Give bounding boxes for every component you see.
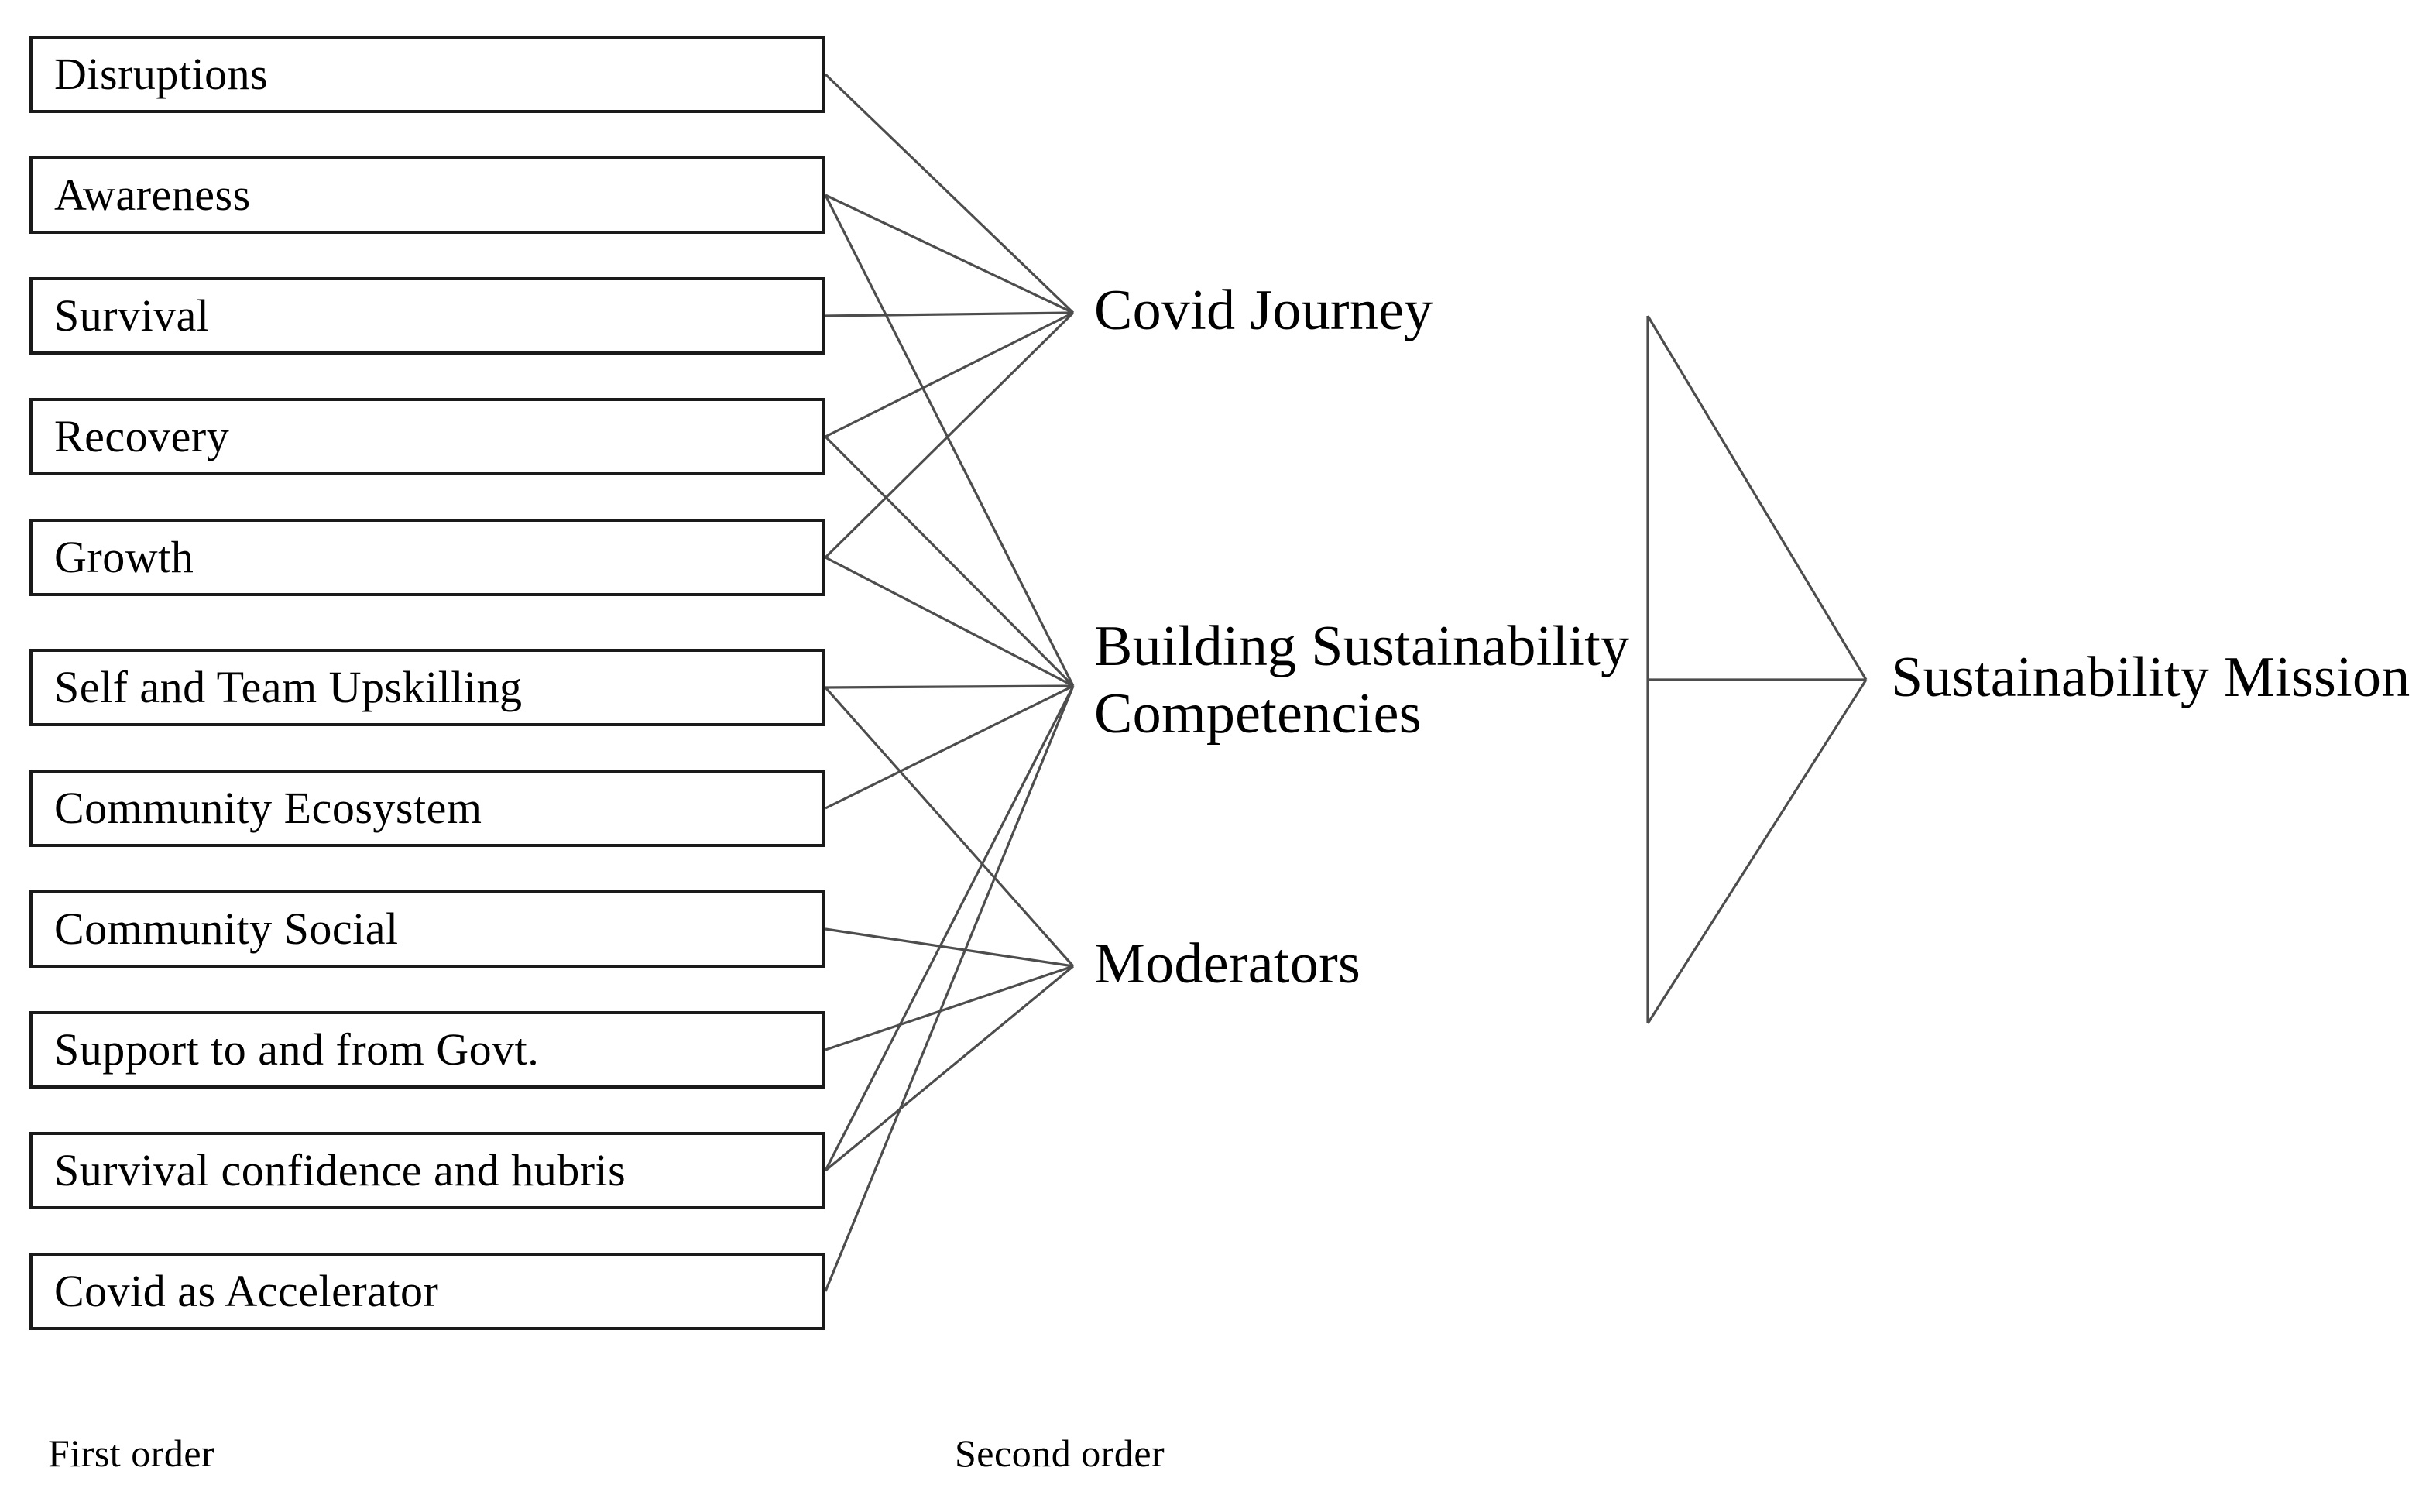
first-order-label: Recovery (54, 410, 230, 461)
first-order-label: Community Ecosystem (54, 782, 482, 833)
first-order-box-disruptions[interactable]: Disruptions (29, 36, 825, 113)
link-survival-covid-journey (825, 311, 1074, 317)
first-order-label: Survival confidence and hubris (54, 1144, 626, 1195)
link-recovery-building-sustainability-competencies (824, 435, 1075, 687)
triangle-lower-edge (1646, 679, 1868, 1024)
caption-second-order: Second order (955, 1431, 1165, 1475)
link-support-to-and-from-govt-moderators (825, 965, 1074, 1051)
first-order-box-community-social[interactable]: Community Social (29, 890, 825, 968)
first-order-box-self-and-team-upskilling[interactable]: Self and Team Upskilling (29, 649, 825, 726)
first-order-box-survival[interactable]: Survival (29, 277, 825, 355)
link-growth-covid-journey (824, 311, 1075, 559)
link-survival-confidence-hubris-building-sustainability-competencies (824, 685, 1075, 1171)
first-order-box-survival-confidence-and-hubris[interactable]: Survival confidence and hubris (29, 1132, 825, 1209)
second-order-label-building-sustainability-competencies[interactable]: Building Sustainability Competencies (1094, 615, 1630, 746)
first-order-label: Community Social (54, 903, 399, 954)
first-order-box-recovery[interactable]: Recovery (29, 398, 825, 475)
first-order-label: Self and Team Upskilling (54, 661, 523, 712)
link-awareness-building-sustainability-competencies (824, 194, 1075, 687)
first-order-label: Support to and from Govt. (54, 1023, 540, 1075)
link-community-ecosystem-building-sustainability-competencies (825, 684, 1074, 810)
link-self-and-team-upskilling-building-sustainability-competencies (825, 684, 1074, 689)
link-recovery-covid-journey (825, 311, 1074, 438)
first-order-label: Covid as Accelerator (54, 1265, 439, 1316)
first-order-label: Survival (54, 290, 210, 341)
second-order-label-moderators[interactable]: Moderators (1094, 932, 1361, 996)
triangle-upper-edge (1646, 315, 1868, 681)
first-order-label: Growth (54, 531, 194, 582)
second-order-label-covid-journey[interactable]: Covid Journey (1094, 279, 1433, 342)
aggregate-label-sustainability-mission[interactable]: Sustainability Mission (1891, 646, 2410, 709)
first-order-label: Awareness (54, 169, 251, 220)
link-disruptions-covid-journey (824, 73, 1075, 314)
first-order-box-support-to-and-from-govt[interactable]: Support to and from Govt. (29, 1011, 825, 1089)
first-order-box-community-ecosystem[interactable]: Community Ecosystem (29, 770, 825, 847)
caption-first-order: First order (48, 1431, 215, 1475)
link-growth-building-sustainability-competencies (825, 556, 1074, 687)
link-community-social-moderators (825, 927, 1074, 968)
link-survival-confidence-hubris-moderators (824, 965, 1075, 1172)
link-awareness-covid-journey (825, 194, 1074, 314)
first-order-box-covid-as-accelerator[interactable]: Covid as Accelerator (29, 1253, 825, 1330)
link-covid-as-accelerator-building-sustainability-competencies (824, 685, 1075, 1292)
first-order-box-growth[interactable]: Growth (29, 519, 825, 596)
first-order-label: Disruptions (54, 48, 269, 99)
first-order-box-awareness[interactable]: Awareness (29, 156, 825, 234)
link-self-and-team-upskilling-moderators (824, 686, 1075, 968)
